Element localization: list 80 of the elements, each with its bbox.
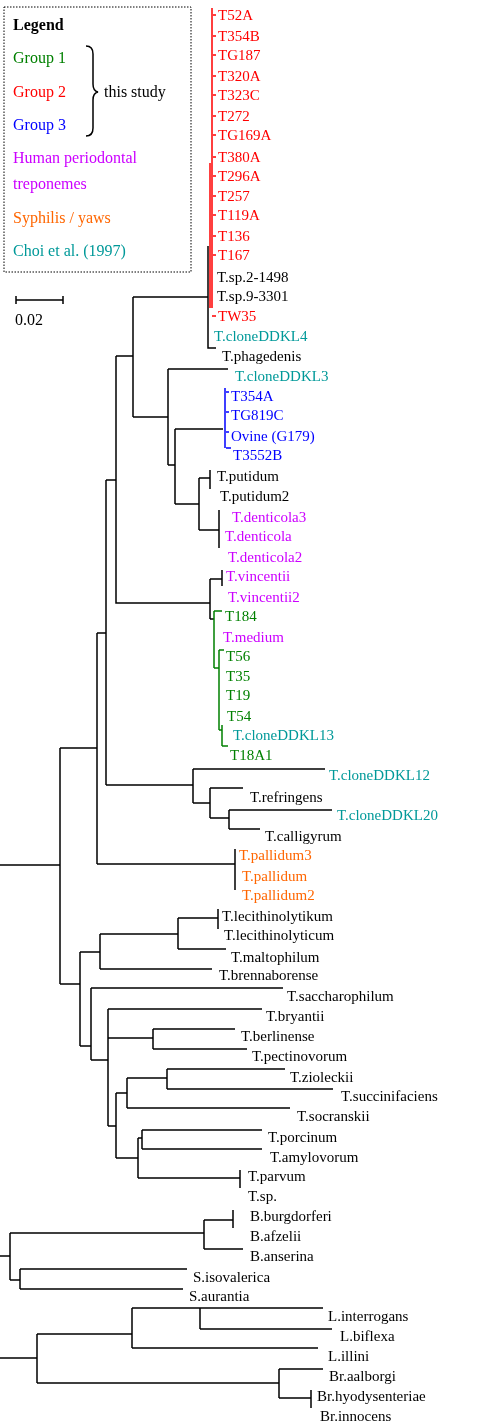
taxon-label: T.succinifaciens: [341, 1087, 438, 1105]
taxon-label: T136: [218, 227, 250, 245]
legend-entry: Group 2: [13, 83, 66, 101]
taxon-label: TW35: [218, 307, 257, 325]
taxon-label: T56: [226, 647, 251, 665]
taxon-label: T323C: [218, 86, 260, 104]
legend-entry: Syphilis / yaws: [13, 209, 111, 227]
taxon-label: B.burgdorferi: [250, 1207, 332, 1225]
legend-entry: Group 3: [13, 116, 66, 134]
taxon-label: Ovine (G179): [231, 427, 315, 445]
taxon-label: T.phagedenis: [222, 347, 302, 365]
taxon-label: S.isovalerica: [193, 1268, 271, 1286]
taxon-label: T.sp.2-1498: [217, 268, 289, 286]
taxon-label: T.pallidum2: [242, 886, 315, 904]
taxon-label: T.socranskii: [297, 1107, 370, 1125]
taxon-label: T.pectinovorum: [252, 1047, 348, 1065]
taxon-label: T.amylovorum: [270, 1148, 359, 1166]
taxon-label: T.denticola3: [232, 508, 307, 526]
taxon-label: T.putidum2: [220, 487, 290, 505]
legend-entry: Human periodontal treponemes: [13, 148, 138, 195]
taxon-label: B.anserina: [250, 1247, 314, 1265]
taxon-label: T52A: [218, 6, 253, 24]
taxon-label: T272: [218, 107, 250, 125]
taxon-label: T.pallidum3: [239, 846, 312, 864]
taxon-label: T.cloneDDKL13: [233, 726, 334, 744]
taxon-label: Br.aalborgi: [329, 1367, 396, 1385]
taxon-label: T354B: [218, 27, 260, 45]
taxon-label: T184: [225, 607, 257, 625]
taxon-label: T.calligyrum: [265, 827, 342, 845]
taxon-label: T.vincentii2: [228, 588, 300, 606]
taxon-label: B.afzelii: [250, 1227, 302, 1245]
taxon-label: T.porcinum: [268, 1128, 338, 1146]
taxon-label: T296A: [218, 167, 261, 185]
taxon-label: T.denticola2: [228, 548, 303, 566]
taxon-label: Br.hyodysenteriae: [317, 1387, 426, 1405]
taxon-label: TG819C: [231, 406, 284, 424]
taxon-label: T.saccharophilum: [287, 987, 394, 1005]
taxon-label: Br.innocens: [320, 1407, 392, 1425]
scale-label: 0.02: [15, 311, 43, 329]
bracket-label: this study: [104, 83, 166, 101]
legend-entry: Choi et al. (1997): [13, 242, 126, 260]
taxon-label: TG187: [218, 46, 261, 64]
taxon-label: T.cloneDDKL3: [235, 367, 329, 385]
taxon-label: T.lecithinolytikum: [222, 907, 333, 925]
taxon-label: T.pallidum: [242, 867, 308, 885]
taxon-label: T18A1: [230, 746, 273, 764]
taxon-label: T.refringens: [250, 788, 323, 806]
taxon-label: L.biflexa: [340, 1327, 395, 1345]
taxon-label: T167: [218, 246, 250, 264]
taxon-label: T380A: [218, 148, 261, 166]
taxon-label: T119A: [218, 206, 260, 224]
taxon-label: T3552B: [233, 446, 283, 464]
taxon-label: T35: [226, 667, 251, 685]
taxon-label: T.brennaborense: [219, 966, 319, 984]
taxon-label: T.denticola: [225, 527, 292, 545]
legend-entry: Group 1: [13, 49, 66, 67]
taxon-label: T257: [218, 187, 250, 205]
taxon-label: T.sp.9-3301: [217, 287, 289, 305]
taxon-label: T.cloneDDKL4: [214, 327, 308, 345]
taxon-label: T19: [226, 686, 251, 704]
taxon-label: T.cloneDDKL12: [329, 766, 430, 784]
taxon-label: T320A: [218, 67, 261, 85]
taxon-label: T.berlinense: [241, 1027, 315, 1045]
taxon-label: T.lecithinolyticum: [224, 926, 335, 944]
taxon-label: T54: [227, 707, 252, 725]
taxon-label: T.cloneDDKL20: [337, 806, 438, 824]
taxon-label: T.vincentii: [226, 567, 291, 585]
taxon-label: L.interrogans: [328, 1307, 409, 1325]
taxon-label: T.bryantii: [266, 1007, 325, 1025]
taxon-label: T.putidum: [217, 467, 279, 485]
taxon-label: T.parvum: [248, 1167, 306, 1185]
taxon-label: L.illini: [328, 1347, 370, 1365]
legend-heading: Legend: [13, 16, 64, 34]
taxon-label: T.medium: [223, 628, 284, 646]
taxon-label: T354A: [231, 387, 274, 405]
taxon-label: S.aurantia: [189, 1287, 250, 1305]
taxon-label: T.sp.: [248, 1187, 277, 1205]
taxon-label: T.maltophilum: [231, 948, 320, 966]
taxon-label: T.zioleckii: [290, 1068, 354, 1086]
taxon-label: TG169A: [218, 126, 272, 144]
